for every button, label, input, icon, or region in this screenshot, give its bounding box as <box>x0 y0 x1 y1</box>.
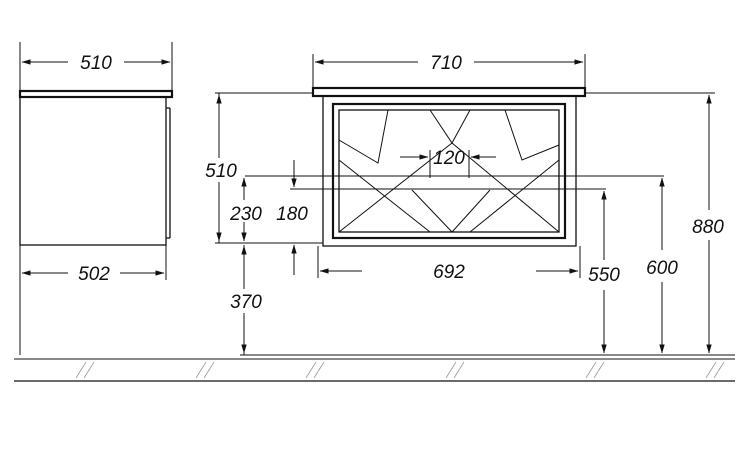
tap-spacing-label: 120 <box>433 148 465 169</box>
side-depth-top-label: 510 <box>80 53 112 74</box>
side-view: 510 502 <box>18 42 174 355</box>
height-510-label: 510 <box>205 161 237 182</box>
drawer-pattern <box>338 109 560 233</box>
height-230-label: 230 <box>229 204 262 225</box>
drawer-frame-inner <box>338 109 560 233</box>
side-depth-bottom-label: 502 <box>78 264 110 285</box>
countertop <box>311 86 587 98</box>
height-370-label: 370 <box>230 292 262 313</box>
floor-hatch <box>75 361 725 379</box>
left-dimensions: 510 230 180 370 <box>199 93 308 355</box>
height-600-label: 600 <box>646 258 678 279</box>
height-550-label: 550 <box>588 265 620 286</box>
height-180-label: 180 <box>276 204 308 225</box>
floor <box>14 358 735 382</box>
side-view-body <box>19 96 167 246</box>
front-view: 120 710 692 <box>311 53 587 283</box>
side-view-top-slab <box>18 89 174 99</box>
reference-lines <box>215 92 735 356</box>
height-880-label: 880 <box>692 217 724 238</box>
cabinet-body <box>322 95 577 247</box>
front-width-label: 710 <box>430 53 462 74</box>
inner-width-label: 692 <box>433 262 465 283</box>
right-dimensions: 550 600 880 <box>588 94 724 354</box>
drawer-frame-outer <box>331 102 567 240</box>
